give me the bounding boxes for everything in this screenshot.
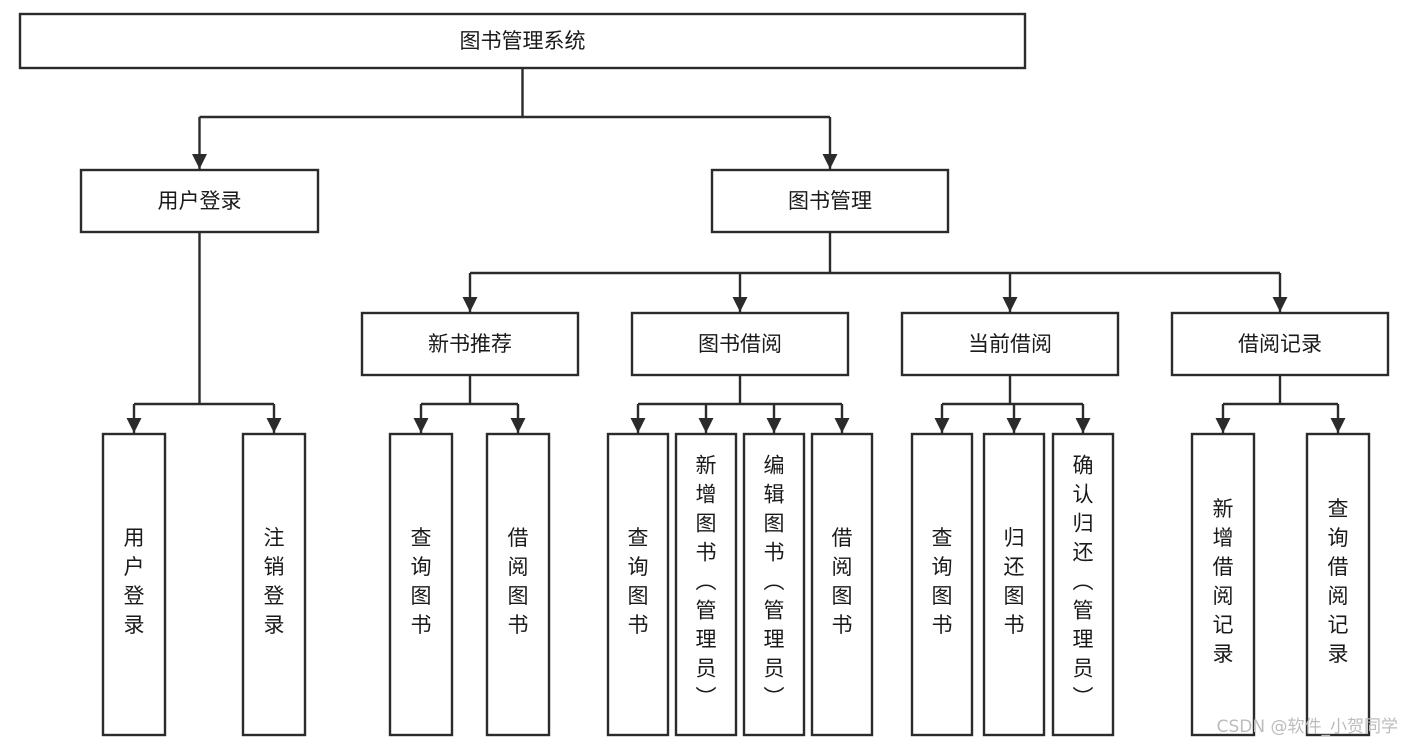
node-label: 查询图书 bbox=[411, 526, 432, 637]
node-label: 用户登录 bbox=[124, 526, 145, 637]
node-leaf-return-book[interactable]: 归还图书 bbox=[982, 432, 1046, 737]
node-label: 查询图书 bbox=[628, 526, 649, 637]
node-leaf-query-borrow-record[interactable]: 查询借阅记录 bbox=[1305, 432, 1371, 737]
arrow-head-icon bbox=[126, 418, 142, 433]
node-box bbox=[982, 432, 1046, 737]
connectors-layer bbox=[126, 68, 1346, 433]
node-box bbox=[1305, 432, 1371, 737]
node-borrow-records[interactable]: 借阅记录 bbox=[1170, 311, 1390, 377]
node-label: 借阅记录 bbox=[1238, 332, 1322, 356]
node-box bbox=[101, 432, 167, 737]
node-book-borrow[interactable]: 图书借阅 bbox=[630, 311, 850, 377]
node-leaf-query-book-1[interactable]: 查询图书 bbox=[388, 432, 454, 737]
node-box bbox=[900, 311, 1120, 377]
node-new-book-recommend[interactable]: 新书推荐 bbox=[360, 311, 580, 377]
node-box bbox=[485, 432, 551, 737]
node-leaf-logout[interactable]: 注销登录 bbox=[241, 432, 307, 737]
node-box bbox=[1051, 432, 1115, 737]
node-box bbox=[79, 168, 320, 234]
node-label: 新增借阅记录 bbox=[1213, 497, 1234, 666]
nodes-layer: 图书管理系统用户登录图书管理新书推荐图书借阅当前借阅借阅记录用户登录注销登录查询… bbox=[18, 12, 1390, 737]
arrow-head-icon bbox=[630, 418, 646, 433]
node-leaf-user-login[interactable]: 用户登录 bbox=[101, 432, 167, 737]
node-leaf-add-borrow-record[interactable]: 新增借阅记录 bbox=[1190, 432, 1256, 737]
arrow-head-icon bbox=[510, 418, 526, 433]
node-box bbox=[360, 311, 580, 377]
arrow-head-icon bbox=[1215, 418, 1231, 433]
node-leaf-query-book-3[interactable]: 查询图书 bbox=[910, 432, 974, 737]
node-book-management[interactable]: 图书管理 bbox=[710, 168, 950, 234]
node-box bbox=[910, 432, 974, 737]
arrow-head-icon bbox=[192, 154, 207, 169]
arrow-head-icon bbox=[822, 154, 838, 169]
node-box bbox=[742, 432, 806, 737]
arrow-head-icon bbox=[1272, 297, 1288, 312]
arrow-head-icon bbox=[834, 418, 850, 433]
node-current-borrow[interactable]: 当前借阅 bbox=[900, 311, 1120, 377]
node-box bbox=[810, 432, 874, 737]
node-label: 图书管理系统 bbox=[460, 29, 586, 53]
node-leaf-edit-book-admin[interactable]: 编辑图书︵管理员︶ bbox=[742, 432, 806, 737]
node-leaf-confirm-return-admin[interactable]: 确认归还︵管理员︶ bbox=[1051, 432, 1115, 737]
node-label: 当前借阅 bbox=[968, 332, 1052, 356]
arrow-head-icon bbox=[732, 297, 748, 312]
arrow-head-icon bbox=[698, 418, 714, 433]
arrow-head-icon bbox=[266, 418, 282, 433]
node-box bbox=[388, 432, 454, 737]
arrow-head-icon bbox=[1075, 418, 1091, 433]
node-label: 确认归还︵管理员︶ bbox=[1073, 454, 1094, 710]
node-root[interactable]: 图书管理系统 bbox=[18, 12, 1027, 70]
node-label: 图书借阅 bbox=[698, 332, 782, 356]
node-leaf-borrow-book-1[interactable]: 借阅图书 bbox=[485, 432, 551, 737]
node-label: 借阅图书 bbox=[832, 526, 853, 637]
csdn-watermark: CSDN @软件_小贺同学 bbox=[1217, 717, 1398, 737]
node-label: 查询借阅记录 bbox=[1328, 497, 1349, 666]
node-box bbox=[630, 311, 850, 377]
node-leaf-query-book-2[interactable]: 查询图书 bbox=[606, 432, 670, 737]
arrow-head-icon bbox=[1002, 297, 1018, 312]
node-box bbox=[241, 432, 307, 737]
node-leaf-borrow-book-2[interactable]: 借阅图书 bbox=[810, 432, 874, 737]
arrow-head-icon bbox=[1006, 418, 1022, 433]
node-label: 编辑图书︵管理员︶ bbox=[764, 454, 785, 710]
node-label: 新增图书︵管理员︶ bbox=[696, 454, 717, 710]
arrow-head-icon bbox=[766, 418, 782, 433]
node-box bbox=[1170, 311, 1390, 377]
node-label: 新书推荐 bbox=[428, 332, 512, 356]
arrow-head-icon bbox=[1330, 418, 1346, 433]
node-label: 图书管理 bbox=[788, 189, 872, 213]
node-box bbox=[710, 168, 950, 234]
node-box bbox=[606, 432, 670, 737]
node-box bbox=[18, 12, 1027, 70]
arrow-head-icon bbox=[413, 418, 429, 433]
node-label: 用户登录 bbox=[158, 189, 242, 213]
node-user-login[interactable]: 用户登录 bbox=[79, 168, 320, 234]
node-box bbox=[674, 432, 738, 737]
node-label: 查询图书 bbox=[932, 526, 953, 637]
node-label: 归还图书 bbox=[1004, 526, 1025, 637]
node-label: 借阅图书 bbox=[508, 526, 529, 637]
arrow-head-icon bbox=[462, 297, 478, 312]
node-box bbox=[1190, 432, 1256, 737]
node-leaf-add-book-admin[interactable]: 新增图书︵管理员︶ bbox=[674, 432, 738, 737]
arrow-head-icon bbox=[934, 418, 950, 433]
node-label: 注销登录 bbox=[264, 526, 285, 637]
